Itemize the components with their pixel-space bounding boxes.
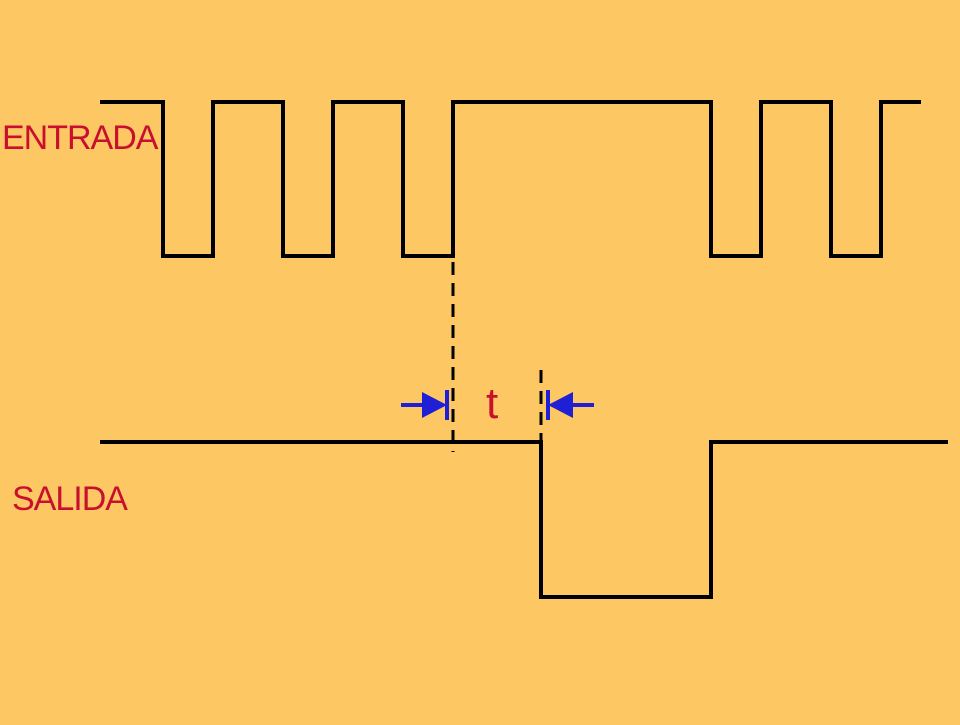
delay-arrow-left-head [422,392,447,418]
input-waveform [100,100,921,258]
delay-label: t [486,379,498,428]
delay-arrow-right [546,390,594,420]
delay-arrow-left [401,390,449,420]
input-label: ENTRADA [2,119,158,157]
delay-arrow-right-head [548,392,573,418]
output-waveform [100,440,948,599]
output-label: SALIDA [12,480,128,518]
